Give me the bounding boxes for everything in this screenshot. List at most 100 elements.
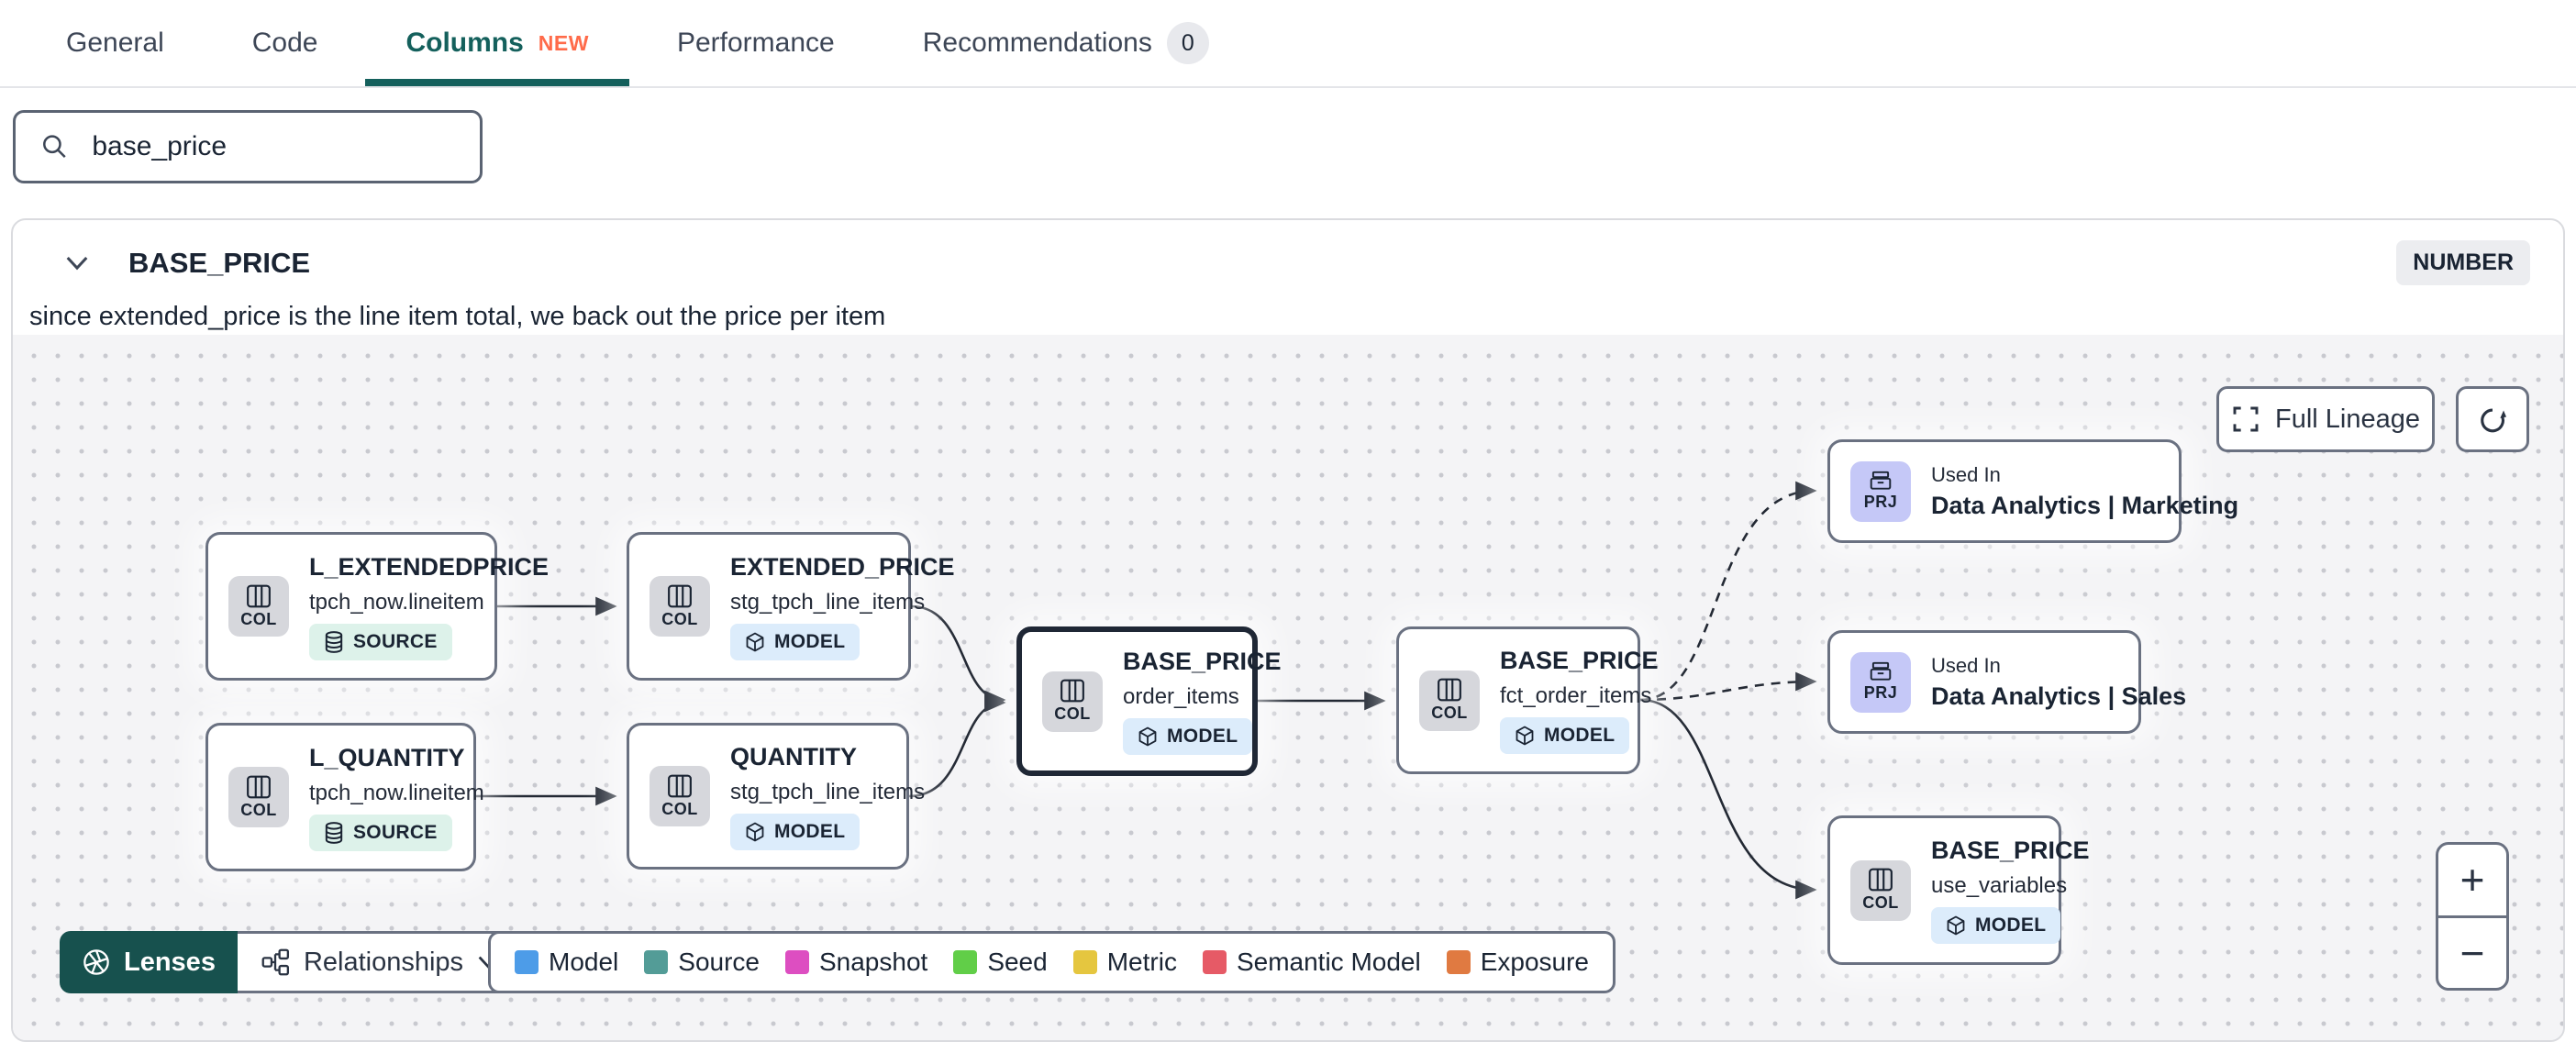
- lineage-node-base-price-fct-order-items[interactable]: COL BASE_PRICE fct_order_items MODEL: [1396, 626, 1659, 774]
- column-description: since extended_price is the line item to…: [29, 302, 886, 331]
- refresh-button[interactable]: [2456, 386, 2529, 452]
- column-chip: COL: [650, 576, 710, 637]
- column-name: BASE_PRICE: [128, 246, 311, 279]
- model-badge: MODEL: [1500, 717, 1630, 754]
- tab-code[interactable]: Code: [252, 0, 318, 86]
- project-chip: PRJ: [1850, 651, 1911, 713]
- cube-icon: [1516, 726, 1534, 746]
- lineage-node-l-extendedprice[interactable]: COL L_EXTENDEDPRICE tpch_now.lineitem SO…: [205, 532, 549, 681]
- node-subtitle: use_variables: [1931, 873, 2068, 898]
- collapse-chevron-icon[interactable]: [66, 256, 88, 271]
- tab-columns[interactable]: Columns NEW: [365, 0, 629, 86]
- cube-icon: [1947, 915, 1965, 936]
- model-badge: MODEL: [1931, 907, 2061, 944]
- legend-swatch: [1446, 950, 1471, 974]
- columns-icon: [668, 774, 692, 797]
- lineage-node-base-price-use-variables[interactable]: COL BASE_PRICE use_variables MODEL: [1827, 815, 2090, 965]
- columns-icon: [247, 584, 271, 607]
- node-title: L_QUANTITY: [309, 743, 465, 771]
- lineage-node-l-quantity[interactable]: COL L_QUANTITY tpch_now.lineitem SOURCE: [205, 723, 484, 871]
- relationships-icon: [261, 948, 289, 976]
- cube-icon: [746, 822, 764, 841]
- columns-icon: [1869, 868, 1893, 892]
- zoom-out-button[interactable]: −: [2459, 928, 2485, 977]
- node-title: EXTENDED_PRICE: [730, 552, 955, 581]
- cube-icon: [746, 632, 764, 651]
- node-subtitle: stg_tpch_line_items: [730, 779, 926, 804]
- tab-general[interactable]: General: [66, 0, 164, 86]
- legend-swatch: [953, 950, 978, 974]
- recommendations-count-badge: 0: [1166, 22, 1209, 64]
- database-icon: [325, 821, 343, 844]
- tab-label: Recommendations: [922, 28, 1152, 58]
- legend-item-source: Source: [644, 948, 760, 977]
- legend-item-metric: Metric: [1072, 948, 1177, 977]
- model-badge: MODEL: [730, 813, 861, 850]
- full-lineage-button[interactable]: Full Lineage: [2216, 386, 2435, 452]
- legend-swatch: [1072, 950, 1097, 974]
- node-title: L_EXTENDEDPRICE: [309, 552, 550, 581]
- relationships-dropdown[interactable]: Relationships: [237, 931, 526, 993]
- tab-label: Columns: [405, 28, 524, 58]
- node-subtitle: order_items: [1123, 684, 1239, 709]
- node-title: BASE_PRICE: [1500, 647, 1659, 674]
- node-subtitle: tpch_now.lineitem: [309, 780, 484, 805]
- lineage-legend: Model Source Snapshot Seed Metric Semant…: [488, 931, 1616, 993]
- legend-item-model: Model: [515, 948, 618, 977]
- column-chip: COL: [1850, 859, 1911, 921]
- node-subtitle: stg_tpch_line_items: [730, 589, 926, 615]
- lineage-canvas[interactable]: COL L_EXTENDEDPRICE tpch_now.lineitem SO…: [13, 335, 2563, 1040]
- lineage-node-used-in-sales[interactable]: PRJ Used In Data Analytics | Sales: [1827, 630, 2186, 734]
- tab-label: General: [66, 28, 164, 58]
- legend-item-exposure: Exposure: [1446, 948, 1589, 977]
- lenses-button[interactable]: Lenses: [60, 931, 238, 993]
- model-badge: MODEL: [730, 623, 861, 660]
- legend-swatch: [515, 950, 539, 974]
- node-title: BASE_PRICE: [1931, 837, 2090, 864]
- legend-item-snapshot: Snapshot: [784, 948, 927, 977]
- cube-icon: [1138, 726, 1157, 747]
- lenses-aperture-icon: [83, 949, 109, 975]
- lineage-toolbar: Lenses Relationships: [60, 931, 526, 993]
- node-title: Data Analytics | Sales: [1931, 682, 2187, 710]
- zoom-controls: + −: [2436, 842, 2509, 991]
- legend-swatch: [644, 950, 669, 974]
- tab-label: Code: [251, 28, 318, 58]
- column-chip: COL: [1419, 670, 1480, 731]
- columns-icon: [668, 584, 692, 607]
- tab-bar: General Code Columns NEW Performance Rec…: [0, 0, 2576, 88]
- columns-icon: [1438, 678, 1461, 702]
- project-chip: PRJ: [1850, 460, 1911, 522]
- lineage-node-base-price-order-items[interactable]: COL BASE_PRICE order_items MODEL: [1016, 626, 1282, 776]
- source-badge: SOURCE: [309, 814, 452, 851]
- node-subtitle: fct_order_items: [1500, 683, 1652, 708]
- legend-item-seed: Seed: [953, 948, 1048, 977]
- column-card: BASE_PRICE NUMBER since extended_price i…: [11, 218, 2565, 1042]
- legend-swatch: [784, 950, 809, 974]
- column-chip: COL: [228, 767, 289, 827]
- source-badge: SOURCE: [309, 623, 452, 660]
- tab-performance[interactable]: Performance: [677, 0, 835, 86]
- database-icon: [325, 630, 343, 653]
- node-title: BASE_PRICE: [1123, 648, 1282, 675]
- node-title: Data Analytics | Marketing: [1931, 491, 2239, 519]
- legend-swatch: [1202, 950, 1227, 974]
- node-kicker: Used In: [1931, 653, 2001, 677]
- search-input[interactable]: [90, 130, 456, 163]
- tab-recommendations[interactable]: Recommendations 0: [923, 0, 1209, 86]
- data-type-badge: NUMBER: [2396, 240, 2530, 285]
- zoom-in-button[interactable]: +: [2438, 845, 2506, 918]
- columns-icon: [1060, 679, 1084, 703]
- column-card-header: BASE_PRICE NUMBER: [13, 220, 2563, 285]
- project-icon: [1870, 471, 1892, 490]
- refresh-icon: [2481, 408, 2507, 433]
- lineage-node-extended-price[interactable]: COL EXTENDED_PRICE stg_tpch_line_items M…: [627, 532, 955, 681]
- model-badge: MODEL: [1123, 718, 1253, 755]
- node-subtitle: tpch_now.lineitem: [309, 589, 484, 615]
- lineage-node-used-in-marketing[interactable]: PRJ Used In Data Analytics | Marketing: [1827, 439, 2238, 543]
- column-chip: COL: [650, 766, 710, 826]
- column-search[interactable]: [13, 110, 483, 183]
- new-badge: NEW: [538, 30, 589, 55]
- tab-label: Performance: [676, 28, 835, 58]
- lineage-node-quantity[interactable]: COL QUANTITY stg_tpch_line_items MODEL: [627, 723, 925, 870]
